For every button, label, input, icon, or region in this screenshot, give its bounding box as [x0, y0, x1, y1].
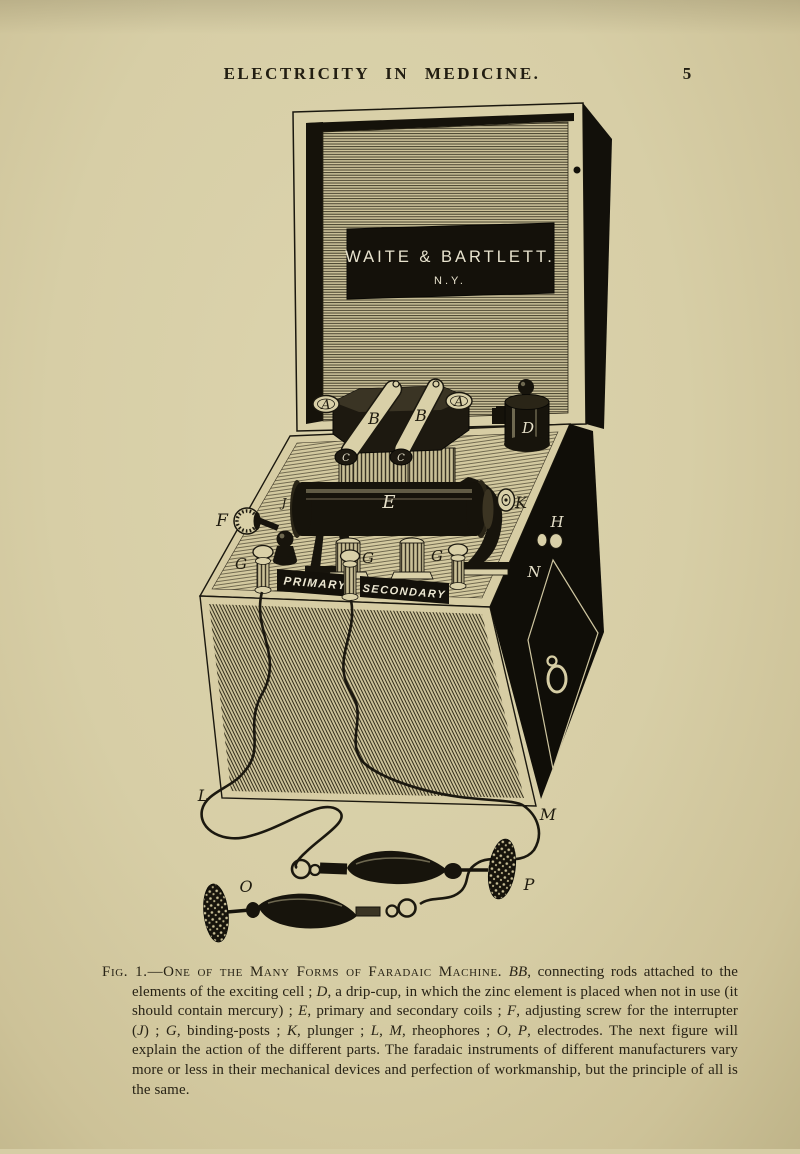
- primary-plate-label: PRIMARY: [283, 576, 347, 593]
- caption-segment: , primary and secondary coils ;: [307, 1003, 507, 1020]
- caption-segment: , electrodes. The next figure will expla…: [132, 1022, 738, 1098]
- caption-segment: M: [389, 1022, 402, 1039]
- caption-segment: ,: [507, 1022, 518, 1039]
- lifting-ring: [546, 664, 568, 694]
- screw-axle: [256, 517, 280, 531]
- maker-plate-name: WAITE & BARTLETT.: [345, 248, 555, 266]
- lid-screw: [573, 166, 581, 174]
- caption-segment: , adjusting screw for the interrupter (: [132, 1003, 738, 1039]
- maker-plate-city: N.Y.: [434, 275, 466, 287]
- caption-segment: K: [286, 1022, 298, 1039]
- label-h: H: [549, 513, 564, 531]
- label-b1: B: [367, 409, 380, 428]
- side-knob-small: [536, 533, 548, 547]
- lid-inner-frame-left: [306, 122, 323, 424]
- caption-segment: F: [506, 1003, 517, 1020]
- label-e: E: [381, 492, 395, 513]
- caption-segment: , a drip-cup, in which the zinc element …: [132, 983, 738, 1020]
- label-a1: A: [320, 398, 330, 413]
- side-panel-moulding: [527, 558, 599, 772]
- connecting-rod-b2: [393, 378, 445, 458]
- part-labels: A A B B C C D E F J G G G K H N L M O P: [197, 395, 565, 896]
- label-a2: A: [453, 395, 463, 410]
- label-l: L: [197, 786, 209, 805]
- box-lid: WAITE & BARTLETT. N.Y.: [292, 102, 612, 432]
- label-k: K: [514, 493, 528, 512]
- electrode-o-ring-large: [397, 898, 417, 918]
- interrupter-hammer: [276, 530, 294, 548]
- label-j: J: [279, 496, 288, 510]
- induction-coil: [290, 477, 516, 580]
- binding-post-g1: [252, 544, 274, 594]
- cord-l: [200, 591, 343, 870]
- drip-cup: [492, 379, 550, 452]
- running-head-title: ELECTRICITY IN MEDICINE.: [223, 64, 541, 83]
- caption-segment: G: [165, 1022, 177, 1039]
- page-number: 5: [682, 64, 692, 83]
- cord-link-ring-large: [290, 858, 312, 880]
- label-c1: C: [342, 453, 350, 464]
- caption-segment: , connecting rods attached to the elemen…: [132, 964, 738, 1000]
- cord-link-ring-small: [308, 863, 322, 877]
- label-g1: G: [235, 555, 247, 573]
- lid-side-edge: [583, 103, 612, 429]
- caption-segment: L: [370, 1022, 380, 1039]
- label-g2: G: [362, 549, 374, 567]
- label-d: D: [521, 419, 534, 437]
- maker-plate: WAITE & BARTLETT. N.Y.: [345, 222, 555, 300]
- caption-segment: , binding-posts ;: [176, 1022, 287, 1039]
- nut-c2: [389, 448, 413, 466]
- secondary-plate: [360, 576, 449, 604]
- caption-segment: E: [298, 1003, 308, 1020]
- coil-cap-right: [482, 489, 494, 529]
- caption-segment: D: [316, 983, 328, 1000]
- nut-c1: [334, 448, 358, 466]
- label-m: M: [539, 805, 557, 824]
- label-p: P: [523, 875, 535, 894]
- caption-segment: Fig. 1.—One of the Many Forms of Faradai…: [102, 964, 503, 980]
- label-n: N: [526, 563, 541, 581]
- side-knob-large: [548, 532, 564, 550]
- interrupter: [233, 507, 297, 566]
- electrode-o-tip: [355, 906, 381, 917]
- electrode-p-handle: [347, 850, 447, 885]
- caption-segment: J: [137, 1022, 144, 1039]
- electrode-o: [203, 883, 417, 943]
- electrode-p-ferrule: [319, 862, 348, 875]
- front-panel: [209, 604, 524, 798]
- binding-post-g3: [447, 543, 469, 590]
- caption-segment: P: [517, 1022, 528, 1039]
- caption-segment: , plunger ;: [297, 1022, 371, 1039]
- caption-segment: , rheophores ;: [401, 1022, 497, 1039]
- label-b2: B: [414, 406, 427, 425]
- cord-m: [342, 599, 541, 906]
- caption-segment: ,: [379, 1022, 390, 1039]
- electrode-o-ferrule: [246, 902, 260, 918]
- coil-foot-right: [399, 542, 425, 573]
- caption-segment: ) ;: [143, 1022, 166, 1039]
- drip-cup-bracket: [492, 408, 505, 424]
- caption-segment: BB: [508, 964, 528, 980]
- electrode-o-ring-small: [385, 904, 399, 918]
- label-f: F: [215, 511, 229, 531]
- primary-plate: [277, 569, 353, 597]
- electrode-p: [290, 838, 517, 900]
- figure-caption: Fig. 1.—One of the Many Forms of Faradai…: [102, 963, 738, 1100]
- label-o: O: [239, 877, 252, 896]
- binding-post-a1: [312, 394, 340, 414]
- binding-post-a2: [445, 391, 473, 411]
- caption-segment: O: [496, 1022, 508, 1039]
- label-g3: G: [431, 547, 443, 565]
- label-c2: C: [397, 453, 405, 464]
- lid-inner-frame-top: [306, 113, 574, 132]
- box-body: [198, 406, 604, 807]
- output-binding-posts: PRIMARY SECONDARY: [252, 532, 564, 604]
- side-panel: [490, 424, 604, 799]
- ring-mount: [546, 655, 558, 667]
- binding-post-g2: [339, 549, 361, 601]
